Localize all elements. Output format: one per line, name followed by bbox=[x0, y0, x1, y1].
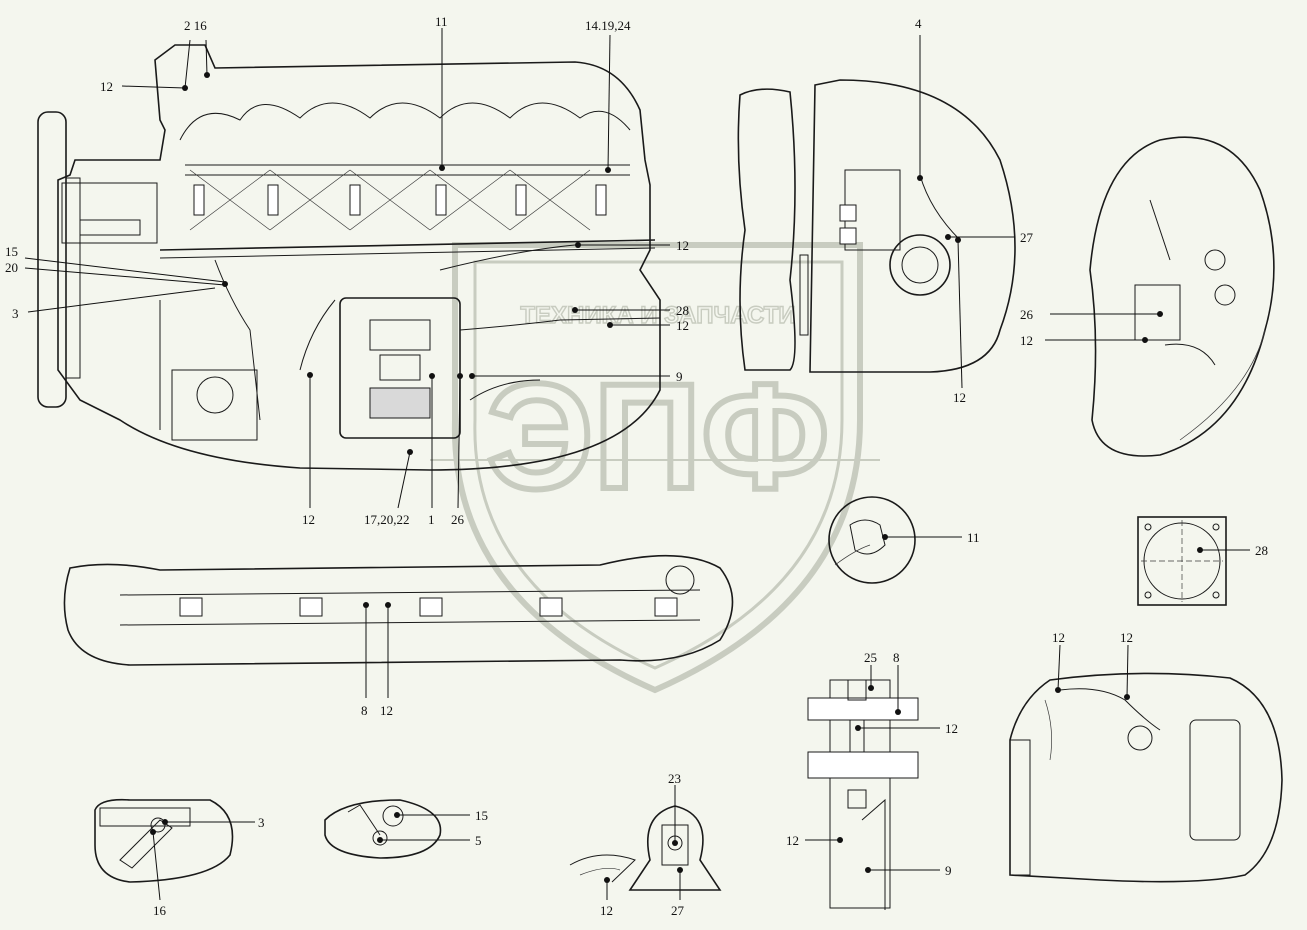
label-12-clamp-b: 12 bbox=[786, 833, 799, 848]
front-fan-view bbox=[737, 79, 1016, 373]
label-12-rail: 12 bbox=[380, 703, 393, 718]
label-14-19-24: 14.19,24 bbox=[585, 18, 631, 33]
label-12-bottom-right-a: 12 bbox=[1052, 630, 1065, 645]
watermark: ТЕХНИКА И ЗАПЧАСТИ ЭПФ bbox=[430, 242, 880, 694]
label-27-bracket: 27 bbox=[671, 903, 685, 918]
label-5-detail: 5 bbox=[475, 833, 482, 848]
label-12-top: 12 bbox=[100, 79, 113, 94]
rail-top-view: 8 12 bbox=[63, 554, 734, 718]
watermark-shield bbox=[451, 242, 863, 694]
watermark-logo-text: ЭПФ bbox=[487, 352, 830, 520]
front-fan-callouts: 4 27 12 bbox=[915, 16, 1034, 405]
label-11-circle: 11 bbox=[967, 530, 980, 545]
label-9-main: 9 bbox=[676, 369, 683, 384]
label-3-left: 3 bbox=[12, 306, 19, 321]
label-26-right: 26 bbox=[1020, 307, 1034, 322]
plate-detail-28: 28 bbox=[1137, 516, 1268, 606]
label-12-bottom-right-b: 12 bbox=[1120, 630, 1133, 645]
label-9-clamp: 9 bbox=[945, 863, 952, 878]
label-12-hose: 12 bbox=[676, 238, 689, 253]
main-view-callouts: 2 16 12 11 14.19,24 15 20 3 12 28 12 9 1… bbox=[5, 14, 689, 527]
label-4: 4 bbox=[915, 16, 922, 31]
label-8-rail: 8 bbox=[361, 703, 368, 718]
label-3-detail: 3 bbox=[258, 815, 265, 830]
label-16-detail: 16 bbox=[153, 903, 167, 918]
label-12-clamp-a: 12 bbox=[945, 721, 958, 736]
label-17-20-22: 17,20,22 bbox=[364, 512, 410, 527]
circle-detail-11: 11 bbox=[828, 496, 980, 584]
label-27-fan: 27 bbox=[1020, 230, 1034, 245]
label-26-main: 26 bbox=[451, 512, 465, 527]
label-11-top: 11 bbox=[435, 14, 448, 29]
watermark-shield-inner bbox=[473, 260, 844, 670]
label-12-bracket: 12 bbox=[600, 903, 613, 918]
detail-15-5: 15 5 bbox=[324, 799, 488, 859]
label-28-plate: 28 bbox=[1255, 543, 1268, 558]
clamp-detail: 25 8 12 12 9 bbox=[786, 650, 958, 910]
label-1: 1 bbox=[428, 512, 435, 527]
label-28-main: 28 bbox=[676, 303, 689, 318]
label-8-clamp: 8 bbox=[893, 650, 900, 665]
ecu-unit bbox=[339, 297, 461, 439]
bottom-right-detail: 12 12 bbox=[1009, 630, 1283, 883]
right-detail-view bbox=[1089, 136, 1275, 457]
label-15: 15 bbox=[5, 244, 18, 259]
label-12-bottom: 12 bbox=[302, 512, 315, 527]
label-2-16: 2 16 bbox=[184, 18, 207, 33]
label-12-mid: 12 bbox=[676, 318, 689, 333]
label-15-detail: 15 bbox=[475, 808, 488, 823]
label-23: 23 bbox=[668, 771, 681, 786]
label-12-right: 12 bbox=[1020, 333, 1033, 348]
label-12-fan: 12 bbox=[953, 390, 966, 405]
label-25: 25 bbox=[864, 650, 877, 665]
right-detail-callouts: 26 12 bbox=[1020, 307, 1163, 348]
detail-3-16: 3 16 bbox=[94, 798, 265, 918]
label-20: 20 bbox=[5, 260, 18, 275]
bracket-detail: 23 12 27 bbox=[569, 771, 722, 918]
main-engine-view bbox=[37, 44, 661, 471]
